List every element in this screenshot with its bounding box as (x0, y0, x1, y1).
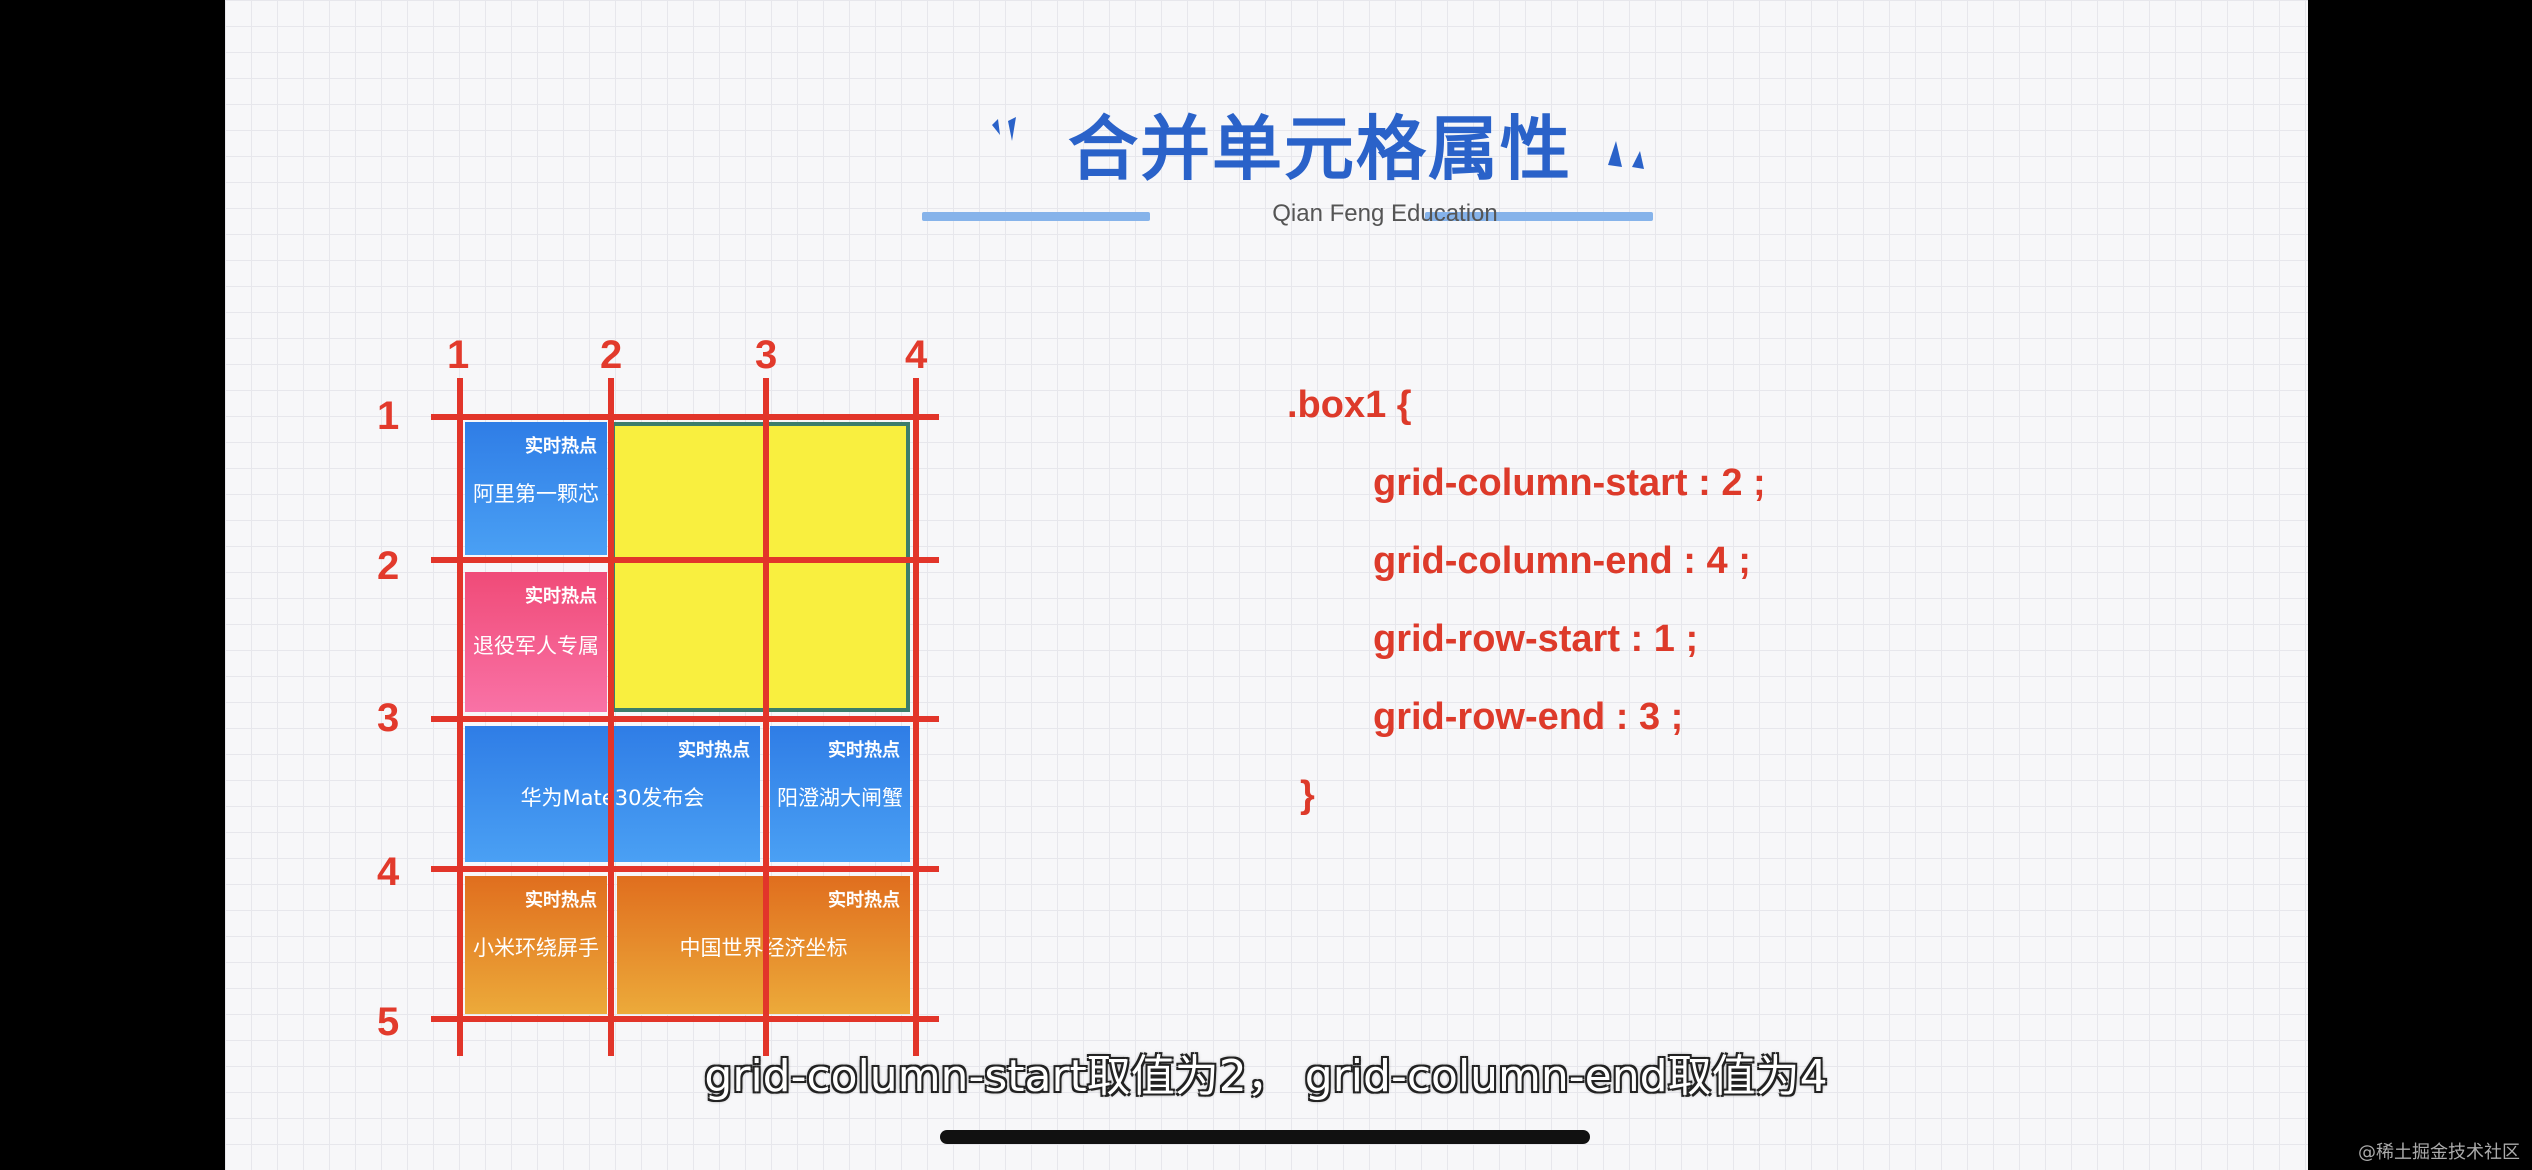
column-number: 1 (447, 333, 470, 377)
video-subtitle-caption: grid-column-start取值为2， grid-column-end取值… (704, 1051, 1828, 1102)
code-line: grid-column-start : 2 ; (1373, 462, 1766, 504)
cell-tag: 实时热点 (525, 436, 597, 457)
column-number: 2 (600, 333, 623, 377)
box1-merged-cell (611, 422, 910, 712)
row-number: 3 (377, 696, 400, 740)
cell-name: 小米环绕屏手 (473, 936, 599, 960)
slide-title: 合并单元格属性 (1068, 107, 1572, 190)
slide-subtitle: Qian Feng Education (1272, 200, 1498, 227)
code-line: grid-row-start : 1 ; (1373, 618, 1699, 660)
grid-line-row-3 (431, 716, 939, 722)
cell-tag: 实时热点 (525, 890, 597, 911)
slide: 合并单元格属性 Qian Feng Education 实时热点 阿里第一颗芯 … (225, 0, 2308, 1170)
row-number: 4 (377, 850, 400, 894)
column-number: 4 (905, 333, 928, 377)
home-indicator-bar[interactable] (940, 1130, 1590, 1144)
title-left-decoration-icon (992, 117, 1016, 141)
row-number: 2 (377, 544, 400, 588)
grid-line-row-4 (431, 866, 939, 872)
cell-name: 阳澄湖大闸蟹 (777, 786, 903, 810)
code-line-selector: .box1 { (1287, 384, 1412, 426)
subtitle-right-rule (1425, 212, 1653, 221)
grid-cell: 实时热点 退役军人专属 (465, 572, 607, 712)
subtitle-left-rule (922, 212, 1150, 221)
cell-tag: 实时热点 (828, 890, 900, 911)
title-right-decoration-icon (1608, 141, 1644, 169)
cell-name: 退役军人专属 (473, 634, 599, 658)
column-number: 3 (755, 333, 778, 377)
grid-cell: 实时热点 阳澄湖大闸蟹 (770, 726, 910, 862)
code-line-close-brace: } (1300, 774, 1315, 816)
cell-name: 阿里第一颗芯 (473, 482, 599, 506)
code-line: grid-column-end : 4 ; (1373, 540, 1751, 582)
grid-line-row-5 (431, 1016, 939, 1022)
title-row: 合并单元格属性 (960, 98, 1680, 190)
row-number: 5 (377, 1000, 400, 1044)
cell-tag: 实时热点 (828, 740, 900, 761)
cell-tag: 实时热点 (678, 740, 750, 761)
grid-cell: 实时热点 小米环绕屏手 (465, 876, 607, 1014)
grid-cell: 实时热点 阿里第一颗芯 (465, 422, 607, 555)
row-number: 1 (377, 394, 400, 438)
grid-line-row-2 (431, 557, 939, 563)
code-line: grid-row-end : 3 ; (1373, 696, 1684, 738)
cell-tag: 实时热点 (525, 586, 597, 607)
grid-line-row-1 (431, 414, 939, 420)
watermark: @稀土掘金技术社区 (2358, 1142, 2520, 1163)
